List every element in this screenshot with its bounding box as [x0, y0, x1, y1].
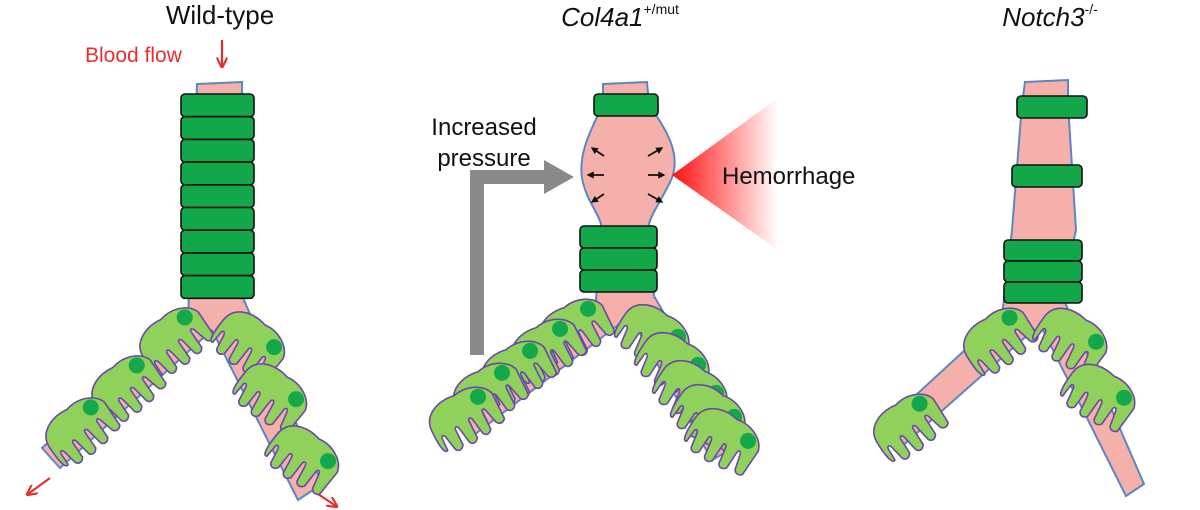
- smooth-muscle-cell: [1011, 164, 1083, 188]
- smooth-muscle-cell: [593, 93, 659, 117]
- smooth-muscle-cell: [180, 93, 255, 118]
- smooth-muscle-cell: [180, 161, 255, 186]
- hemorrhage-cone: [672, 98, 778, 250]
- smooth-muscle-cell: [1003, 260, 1083, 283]
- panel-title-wild-type: Wild-type: [166, 0, 274, 30]
- blood-flow-arrow-out-left: [28, 477, 51, 494]
- smooth-muscle-cell: [180, 138, 255, 163]
- wild-type-smooth-muscle-stack: [180, 93, 255, 300]
- smooth-muscle-cell: [1003, 281, 1083, 304]
- smooth-muscle-cell: [180, 206, 255, 232]
- smooth-muscle-cell: [579, 225, 658, 249]
- panel-title-col4a1: Col4a1+/mut: [561, 1, 679, 32]
- smooth-muscle-cell: [180, 115, 255, 141]
- smooth-muscle-cell: [579, 247, 658, 271]
- increased-pressure-arrow: [470, 160, 574, 355]
- panel-title-notch3: Notch3-/-: [1002, 1, 1098, 32]
- col4a1-smooth-muscle-stack: [579, 225, 658, 293]
- col4a1-pressure-arrows: [586, 147, 666, 203]
- blood-flow-label: Blood flow: [85, 44, 183, 67]
- smooth-muscle-cell: [180, 184, 255, 209]
- notch3-smooth-muscle-stack: [1003, 239, 1083, 304]
- smooth-muscle-cell: [180, 252, 255, 277]
- hemorrhage-label: Hemorrhage: [722, 163, 855, 190]
- increased-pressure-label-line2: pressure: [437, 145, 530, 172]
- smooth-muscle-cell: [1016, 95, 1088, 119]
- blood-flow-arrow-out-right: [317, 493, 336, 506]
- smooth-muscle-cell: [579, 269, 658, 293]
- smooth-muscle-cell: [180, 274, 255, 300]
- increased-pressure-label-line1: Increased: [431, 114, 536, 141]
- smooth-muscle-cell: [1003, 239, 1083, 262]
- smooth-muscle-cell: [180, 229, 255, 254]
